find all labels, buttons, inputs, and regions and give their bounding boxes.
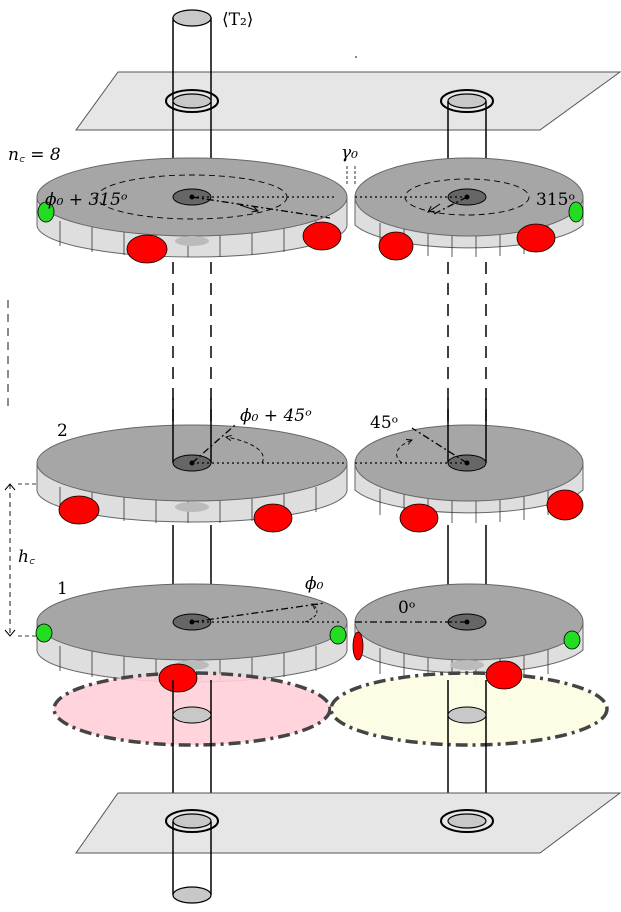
label-T2: ⟨T₂⟩ [222,10,253,30]
stray-dot [355,56,357,58]
red-dot [516,223,556,253]
red-dot [126,234,168,264]
green-dot [35,623,53,643]
top-plate [75,71,621,131]
layer1-angle-marks [191,602,467,623]
label-layer1: 1 [57,579,68,599]
label-deg315: 315ᵒ [536,190,575,210]
label-nc: n꜀ = 8 [8,145,61,165]
red-dot [399,503,439,533]
label-phi0: ϕ₀ [305,574,324,594]
red-dot [546,489,584,521]
label-phi0-45: ϕ₀ + 45ᵒ [240,406,312,426]
left-rod-bottom [165,809,219,904]
axis-dot [464,194,470,200]
disk-layer1-right [354,583,584,682]
label-deg0: 0ᵒ [398,598,415,618]
axis-dot [189,619,195,625]
red-dot [158,663,198,693]
red-dot [378,231,414,261]
rod-cap [447,706,487,724]
layer8-angle-marks [96,166,530,220]
red-dot [253,503,293,533]
green-dot [563,630,581,650]
label-layer2: 2 [57,421,68,441]
green-dot [37,201,55,223]
axis-dot [464,619,470,625]
label-hc: h꜀ [18,547,35,567]
green-dot [568,201,584,223]
hc-dimension [4,483,37,637]
red-dot [302,221,342,251]
green-dot [329,625,347,645]
bottom-plate [75,792,621,854]
right-rod-bottom [440,809,494,833]
label-gamma0: γ₀ [341,143,358,163]
disk-layer1-left [36,583,348,683]
label-deg45: 45ᵒ [370,413,398,433]
axis-dot [464,460,470,466]
rods-layer2 [172,398,487,463]
red-dot [485,660,523,690]
dashed-rod-connectors [172,262,487,460]
axis-dot [189,460,195,466]
rod-cap [172,706,212,724]
red-dot [58,495,100,525]
axis-dot [189,194,195,200]
label-phi0-315: ϕ₀ + 315ᵒ [45,190,128,210]
layer2-angle-marks [191,424,468,464]
red-dot [352,631,364,661]
